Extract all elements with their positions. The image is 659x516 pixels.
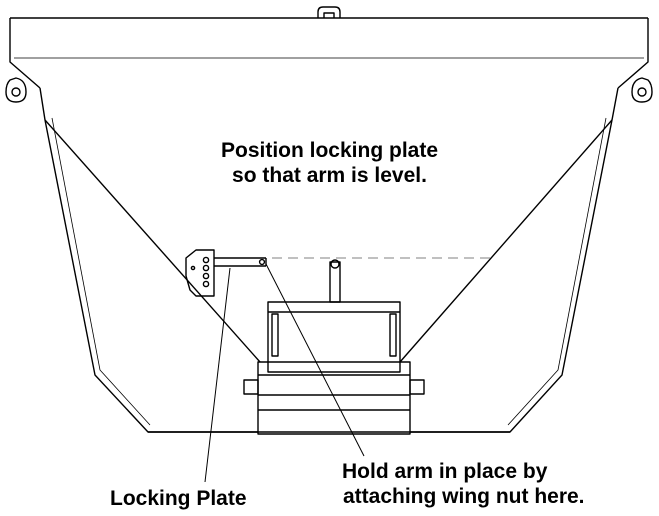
hopper-lid xyxy=(9,17,649,89)
shaft xyxy=(329,259,341,303)
lifting-eye-left xyxy=(5,77,27,103)
instruction-line-2: so that arm is level. xyxy=(232,164,427,187)
wing-nut-callout-line-2: attaching wing nut here. xyxy=(343,485,585,508)
lifting-eye-right xyxy=(631,77,653,103)
wing-nut-callout-line-1: Hold arm in place by xyxy=(342,460,548,483)
discharge-spout xyxy=(243,361,425,435)
hopper-body xyxy=(39,87,619,433)
wing-nut-leader xyxy=(265,263,365,457)
instruction-line-1: Position locking plate xyxy=(220,139,439,162)
arm xyxy=(214,257,267,267)
locking-plate-leader xyxy=(204,267,231,483)
locking-plate-label: Locking Plate xyxy=(110,487,247,510)
top-handle-icon xyxy=(317,6,341,18)
locking-plate-icon xyxy=(185,249,215,297)
